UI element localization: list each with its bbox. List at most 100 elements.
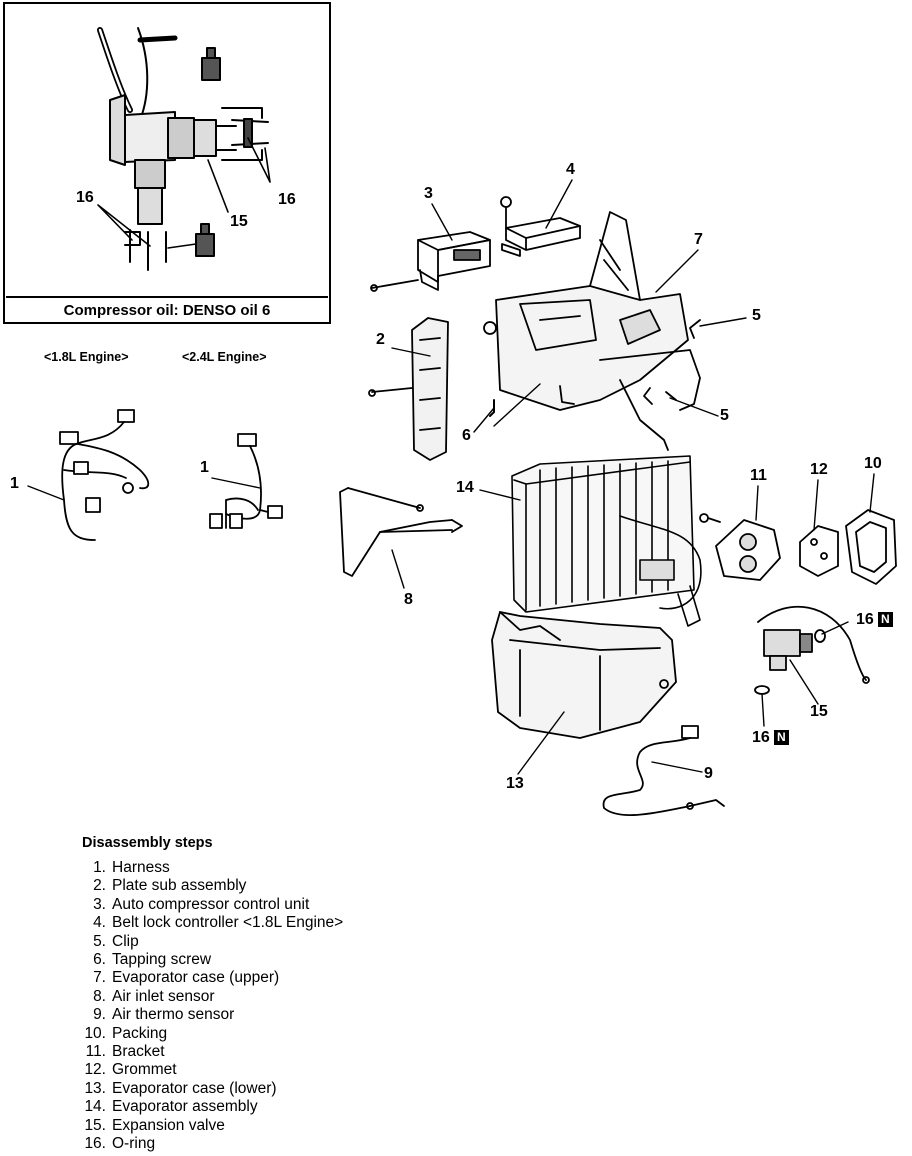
step-text: Air thermo sensor [112,1006,235,1024]
step-item: 3. Auto compressor control unit [74,896,494,914]
step-item: 14. Evaporator assembly [74,1098,494,1116]
engine-label-1-8l: <1.8L Engine> [44,350,129,364]
step-text: Grommet [112,1061,177,1079]
step-text: Bracket [112,1043,165,1061]
air-thermo-sensor-drawing [602,725,725,816]
callout-6: 6 [462,427,471,444]
evaporator-assembly-drawing [511,455,702,627]
callout-1-2-4l: 1 [200,459,209,476]
step-item: 8. Air inlet sensor [74,988,494,1006]
evaporator-case-upper-drawing [483,211,701,451]
step-item: 5. Clip [74,933,494,951]
new-part-badge-lower: N [773,730,789,745]
step-item: 12. Grommet [74,1061,494,1079]
callout-4: 4 [566,161,575,178]
callout-8: 8 [404,591,413,608]
o-ring-lower-drawing [754,685,770,695]
step-number: 14. [84,1098,106,1116]
callout-10: 10 [864,455,882,472]
callout-3: 3 [424,185,433,202]
step-text: Evaporator case (lower) [112,1079,277,1097]
step-item: 13. Evaporator case (lower) [74,1080,494,1098]
inset-frame [3,2,331,324]
callout-14: 14 [456,479,474,496]
step-item: 11. Bracket [74,1043,494,1061]
step-item: 4. Belt lock controller <1.8L Engine> [74,914,494,932]
callout-1-1-8l: 1 [10,475,19,492]
harness-1-8l-drawing [59,409,150,541]
tapping-screw-drawing [489,399,495,417]
clip-5-lower-drawing [643,387,677,405]
callout-2: 2 [376,331,385,348]
step-text: Clip [112,932,139,950]
step-item: 2. Plate sub assembly [74,877,494,895]
step-item: 16. O-ring [74,1135,494,1153]
step-number: 2. [93,877,106,895]
step-item: 10. Packing [74,1025,494,1043]
step-text: Evaporator case (upper) [112,969,280,987]
step-text: Expansion valve [112,1116,225,1134]
step-text: Packing [112,1024,168,1042]
step-number: 4. [93,914,106,932]
engine-label-2-4l: <2.4L Engine> [182,350,267,364]
disassembly-steps-list: 1. Harness 2. Plate sub assembly 3. Auto co… [74,859,494,1154]
belt-lock-controller-drawing [500,196,581,257]
step-text: Air inlet sensor [112,987,215,1005]
callout-12: 12 [810,461,828,478]
disassembly-steps-title: Disassembly steps [82,835,213,851]
step-text: O-ring [112,1135,156,1153]
step-number: 12. [84,1061,106,1079]
step-text: Belt lock controller <1.8L Engine> [112,914,344,932]
step-text: Plate sub assembly [112,877,247,895]
callout-5-lower: 5 [720,407,729,424]
step-number: 6. [93,951,106,969]
expansion-valve-drawing [757,605,870,684]
step-number: 13. [84,1079,106,1097]
callout-9: 9 [704,765,713,782]
new-part-badge-upper: N [877,612,893,627]
step-item: 15.Expansion valve [74,1117,494,1135]
step-number: 16. [84,1135,106,1153]
packing-drawing [845,509,897,585]
step-number: 11. [85,1043,106,1061]
step-number: 3. [93,895,106,913]
callout-11: 11 [750,467,767,484]
evaporator-case-lower-drawing [491,611,677,739]
callout-15: 15 [810,703,828,720]
callout-15-inset: 15 [230,213,248,230]
step-item: 7. Evaporator case (upper) [74,969,494,987]
callout-16-lower-text: 16 [752,729,770,746]
callout-16-upper-text: 16 [856,611,874,628]
step-text: Auto compressor control unit [112,895,310,913]
step-number: 5. [93,932,106,950]
grommet-drawing [799,525,839,577]
callout-16-inset-right: 16 [278,191,296,208]
leader-lines [27,179,875,775]
callout-5-upper: 5 [752,307,761,324]
inset-fitting-drawing [97,27,271,271]
clip-5-upper-drawing [689,319,701,339]
step-item: 1. Harness [74,859,494,877]
air-inlet-sensor-drawing [339,487,463,577]
step-number: 8. [93,987,106,1005]
callout-13: 13 [506,775,524,792]
step-text: Harness [112,859,170,876]
step-number: 1. [93,859,106,876]
disassembly-steps: Disassembly steps 1. Harness 2. Plate sub … [74,835,494,1154]
step-item: 9. Air thermo sensor [74,1006,494,1024]
o-ring-upper-drawing [814,629,826,643]
step-text: Tapping screw [112,951,212,969]
bracket-drawing [699,513,781,581]
callout-16-inset-left: 16 [76,189,94,206]
harness-2-4l-drawing [209,433,283,529]
step-number: 9. [93,1006,106,1024]
step-text: Evaporator assembly [112,1098,258,1116]
step-number: 7. [93,969,106,987]
step-number: 10. [84,1024,106,1042]
inset-caption: Compressor oil: DENSO oil 6 [6,296,328,324]
control-unit-drawing [370,231,491,292]
